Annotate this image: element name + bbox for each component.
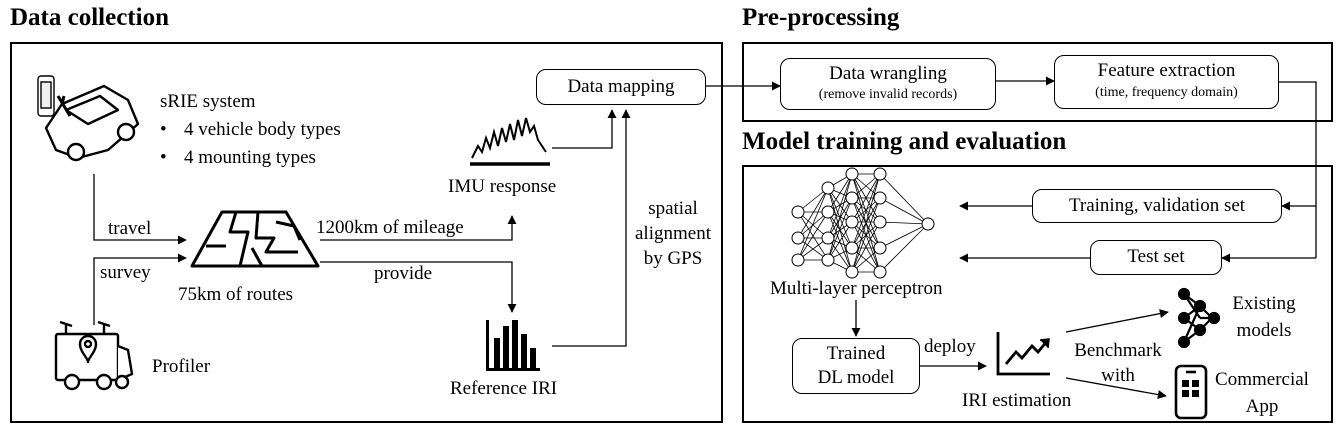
nn-node bbox=[791, 253, 805, 267]
test-set-box: Test set bbox=[1090, 240, 1222, 275]
travel-arrow bbox=[93, 174, 187, 245]
imu-to-mapping-arrow bbox=[552, 109, 617, 149]
nn-edge bbox=[851, 173, 881, 249]
section-title-data-collection: Data collection bbox=[10, 4, 169, 31]
nn-node bbox=[845, 241, 859, 255]
commercial-app-label: Commercial App bbox=[1215, 369, 1309, 417]
car-icon bbox=[44, 84, 140, 162]
travel-label: travel bbox=[108, 218, 152, 239]
nn-edge bbox=[879, 223, 929, 249]
profiler-vehicle-icon bbox=[54, 320, 134, 391]
nn-edge bbox=[879, 221, 929, 225]
nn-node bbox=[873, 167, 887, 181]
nn-node bbox=[873, 241, 887, 255]
data-collection-panel bbox=[10, 42, 723, 423]
imu-signal-icon bbox=[470, 117, 550, 166]
iri-to-mapping-arrow bbox=[552, 109, 631, 347]
nn-edge bbox=[827, 211, 853, 273]
nn-node bbox=[873, 215, 887, 229]
nn-node bbox=[791, 205, 805, 219]
section-title-preprocessing: Pre-processing bbox=[742, 4, 900, 31]
nn-edge bbox=[827, 173, 853, 213]
nn-edge bbox=[879, 173, 929, 225]
trend-chart-icon bbox=[996, 332, 1050, 376]
mileage-arrow bbox=[320, 215, 517, 241]
bar-chart-icon bbox=[486, 320, 540, 371]
nn-edge bbox=[827, 197, 853, 261]
nn-node bbox=[845, 215, 859, 229]
preprocessing-panel bbox=[742, 42, 1333, 122]
provide-arrow bbox=[320, 261, 517, 313]
nn-node bbox=[821, 205, 835, 219]
nn-edge bbox=[851, 173, 881, 273]
nn-edge bbox=[797, 187, 829, 239]
nn-edge bbox=[797, 187, 829, 261]
smartphone-app-icon bbox=[1174, 364, 1208, 420]
iri-estimation-label: IRI estimation bbox=[962, 390, 1072, 411]
section-title-model-training: Model training and evaluation bbox=[742, 128, 1067, 155]
srie-title: sRIE system bbox=[160, 91, 256, 112]
nn-edge bbox=[879, 197, 929, 225]
routes-label: 75km of routes bbox=[178, 284, 294, 305]
srie-item: 4 vehicle body types bbox=[160, 116, 341, 144]
nn-edge bbox=[827, 173, 853, 261]
mlp-label: Multi-layer perceptron bbox=[770, 278, 943, 299]
road-map-icon bbox=[190, 210, 320, 268]
reference-iri-label: Reference IRI bbox=[450, 378, 558, 399]
model-training-panel bbox=[742, 165, 1333, 423]
nn-edge bbox=[879, 223, 929, 273]
nn-node bbox=[845, 265, 859, 279]
spatial-alignment-label: spatial alignment by GPS bbox=[635, 198, 711, 269]
existing-models-label: Existing models bbox=[1232, 293, 1296, 341]
training-validation-set-box: Training, validation set bbox=[1032, 189, 1282, 223]
trained-model-box: Trained DL model bbox=[792, 338, 920, 394]
nn-node bbox=[791, 231, 805, 245]
provide-label: provide bbox=[374, 263, 433, 284]
nn-node bbox=[873, 191, 887, 205]
nn-edge bbox=[851, 173, 881, 223]
data-mapping-box: Data mapping bbox=[536, 69, 706, 105]
mileage-label: 1200km of mileage bbox=[316, 217, 464, 238]
nn-edge bbox=[827, 221, 853, 261]
phone-icon bbox=[37, 75, 55, 117]
nn-edge bbox=[797, 211, 829, 261]
survey-arrow bbox=[93, 253, 187, 325]
srie-system-block: sRIE system 4 vehicle body types 4 mount… bbox=[160, 88, 341, 172]
small-network-icon bbox=[1177, 287, 1221, 349]
nn-node bbox=[873, 265, 887, 279]
feature-split-line bbox=[1279, 81, 1317, 258]
nn-node bbox=[921, 217, 935, 231]
deploy-label: deploy bbox=[924, 336, 976, 357]
nn-edge bbox=[851, 221, 881, 273]
feature-extraction-box: Feature extraction (time, frequency doma… bbox=[1054, 55, 1279, 109]
data-wrangling-box: Data wrangling (remove invalid records) bbox=[780, 58, 996, 110]
nn-node bbox=[845, 191, 859, 205]
nn-edge bbox=[851, 197, 881, 273]
nn-node bbox=[845, 167, 859, 181]
nn-node bbox=[821, 181, 835, 195]
nn-edge bbox=[827, 237, 853, 273]
nn-node bbox=[821, 231, 835, 245]
profiler-label: Profiler bbox=[152, 356, 211, 377]
neural-network-icon bbox=[791, 167, 935, 279]
benchmark-app-arrow bbox=[1065, 377, 1167, 400]
nn-edge bbox=[827, 173, 853, 239]
nn-node bbox=[821, 253, 835, 267]
benchmark-existing-arrow bbox=[1065, 309, 1169, 333]
imu-response-label: IMU response bbox=[448, 176, 557, 197]
survey-label: survey bbox=[100, 262, 151, 283]
benchmark-label: Benchmark with bbox=[1074, 340, 1162, 386]
srie-list: 4 vehicle body types 4 mounting types bbox=[160, 116, 341, 172]
srie-item: 4 mounting types bbox=[160, 144, 341, 172]
